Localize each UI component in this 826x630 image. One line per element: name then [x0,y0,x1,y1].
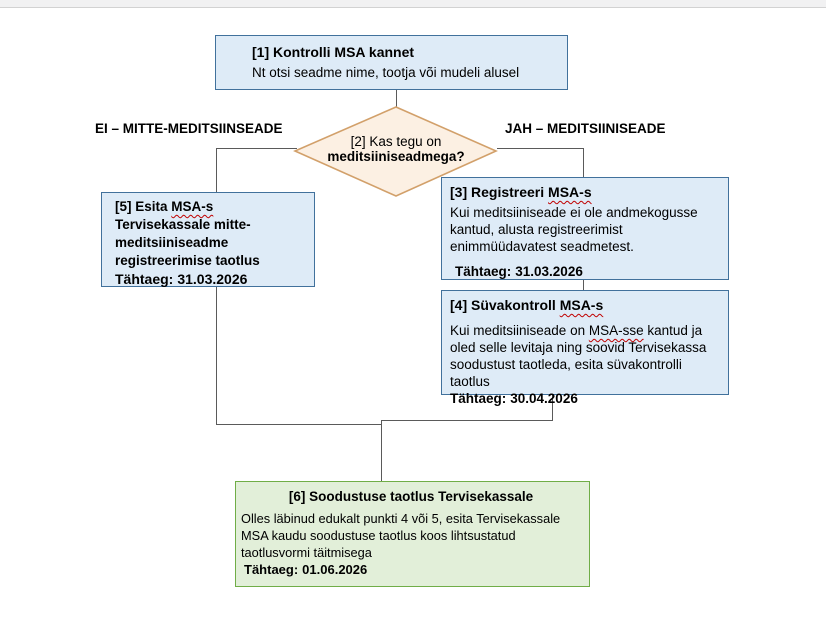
step5-deadline-label: Tähtaeg: [115,271,174,287]
connector-merge-to-step6 [381,420,382,481]
connector-decision-to-step3 [583,148,584,177]
step3-title: [3] Registreeri MSA-s [450,184,592,200]
connector-step5-down [216,287,217,424]
step4-deadline-label: Tähtaeg: [450,391,507,406]
step4-body: Kui meditsiiniseade on MSA-sse kantud ja… [450,323,707,389]
step3-box: [3] Registreeri MSA-s Kui meditsiinisead… [441,177,729,280]
connector-merge-right-horizontal [381,420,552,421]
step1-body: Nt otsi seadme nime, tootja või mudeli a… [252,65,520,80]
step6-deadline-date: 01.06.2026 [302,562,368,577]
page-top-edge [0,0,826,8]
step5-deadline: Tähtaeg:31.03.2026 [115,271,308,288]
step5-title: [5] Esita MSA-s Tervisekassale mitte- me… [115,199,260,268]
step3-body: Kui meditsiiniseade ei ole andmekogusse … [450,205,698,254]
step1-title: [1] Kontrolli MSA kannet [252,44,415,60]
step4-title: [4] Süvakontroll MSA-s [450,297,604,313]
step6-body: Olles läbinud edukalt punkti 4 või 5, es… [241,511,561,560]
connector-step3-to-step4 [583,280,584,290]
step5-deadline-date: 31.03.2026 [177,271,248,287]
decision-line1: [2] Kas tegu on [350,134,442,149]
connector-merge-left-horizontal [216,424,382,425]
connector-decision-right-horizontal [497,148,583,149]
decision-line2: meditsiiniseadmega? [327,149,465,164]
step3-deadline-date: 31.03.2026 [515,264,583,279]
connector-step4-down [552,395,553,421]
connector-decision-left-horizontal [216,148,297,149]
decision-diamond-label: [2] Kas tegu on meditsiiniseadmega? [304,134,488,164]
connector-step1-to-decision [396,90,397,108]
step4-deadline-date: 30.04.2026 [510,391,578,406]
step1-box: [1] Kontrolli MSA kannet Nt otsi seadme … [215,35,568,90]
connector-decision-to-step5 [216,148,217,192]
step6-box: [6] Soodustuse taotlus Tervisekassale Ol… [235,481,590,587]
step6-deadline-label: Tähtaeg: [244,562,299,577]
branch-yes-label: JAH – MEDITSIINISEADE [505,121,666,136]
step3-deadline-label: Tähtaeg: [455,264,512,279]
step3-deadline: Tähtaeg:31.03.2026 [450,263,720,280]
step6-title: [6] Soodustuse taotlus Tervisekassale [288,489,534,504]
step6-deadline: Tähtaeg:01.06.2026 [241,561,581,578]
step4-deadline: Tähtaeg:30.04.2026 [450,390,720,407]
branch-no-label: EI – MITTE-MEDITSIINSEADE [95,121,283,136]
decision-diamond-shape [293,106,498,197]
step4-box: [4] Süvakontroll MSA-s Kui meditsiinisea… [441,290,729,406]
step5-box: [5] Esita MSA-s Tervisekassale mitte- me… [101,192,315,287]
